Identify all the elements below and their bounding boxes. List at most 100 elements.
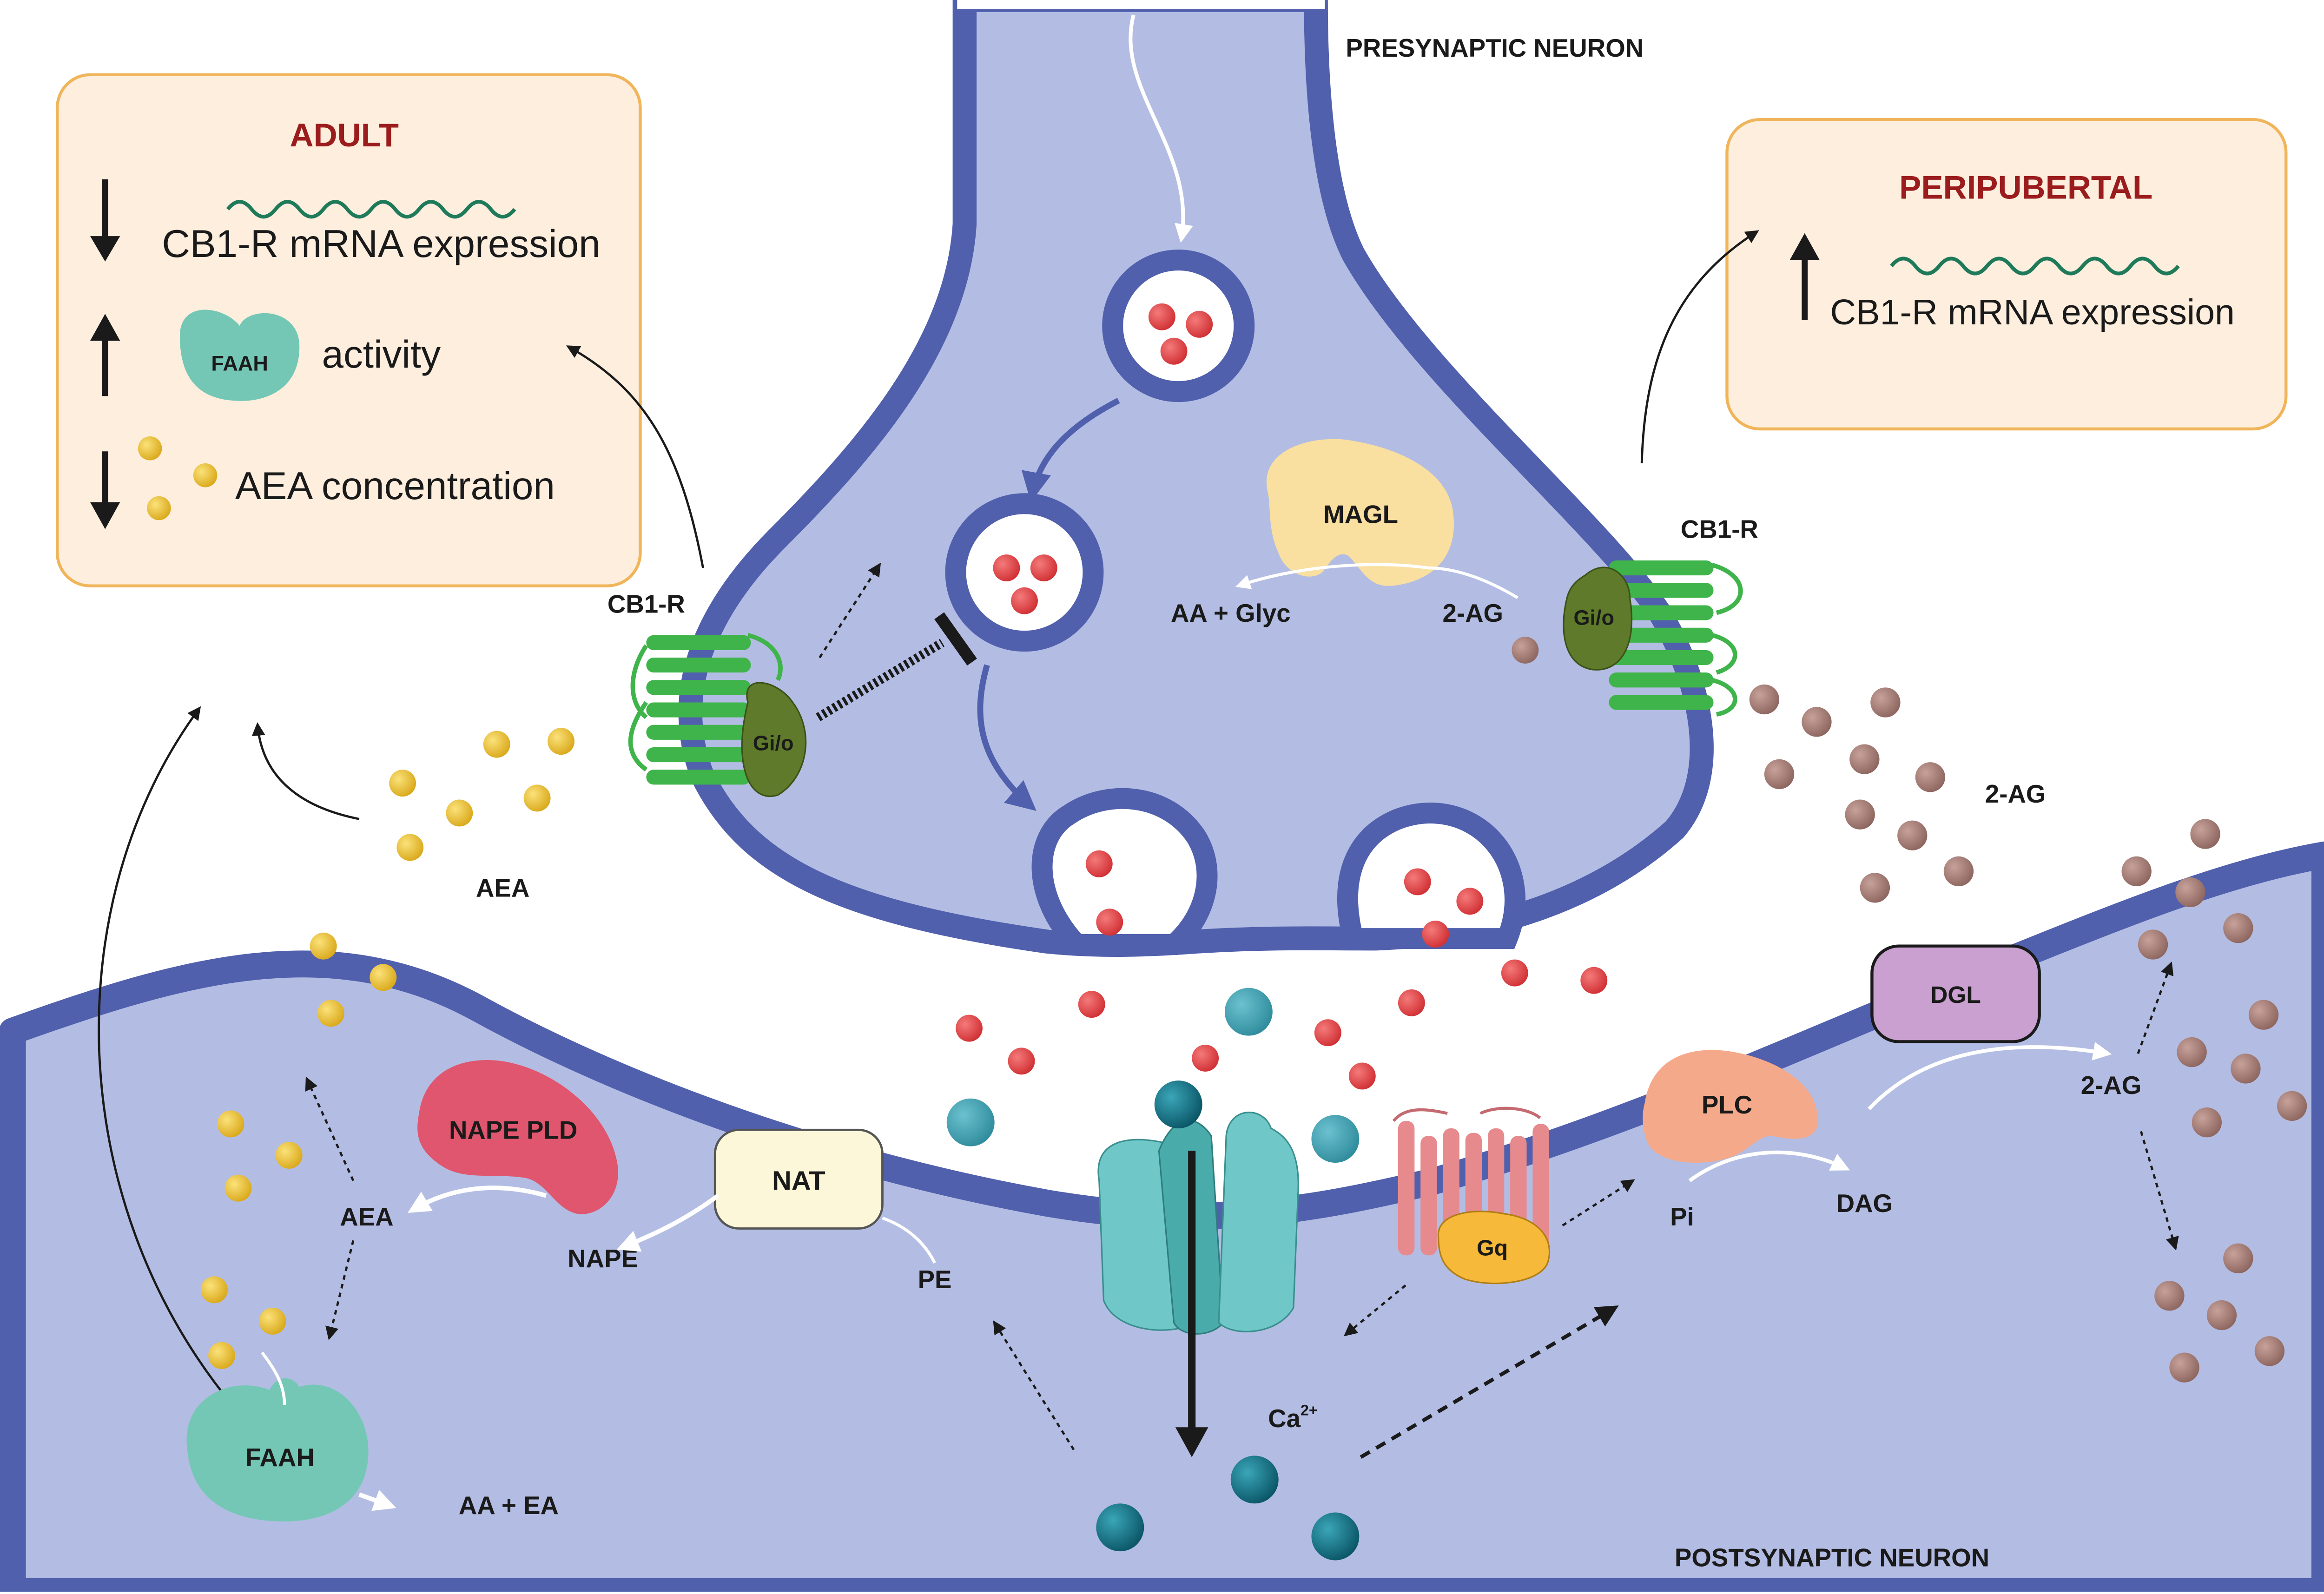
two-ag-molecule [1764,759,1795,790]
nat-enzyme: NAT [713,1128,884,1230]
glutamate-molecule [1008,1047,1035,1075]
glutamate-molecule [1404,868,1431,896]
mrna-wave-icon [226,200,516,219]
aea-degrade-arrow [325,1240,355,1340]
adult-activity-text: activity [322,332,441,376]
aa-glyc-label: AA + Glyc [1171,599,1291,627]
down-arrow-icon [90,179,120,262]
two-ag-diffuse-arrow [2139,1131,2179,1251]
nat-arrow [616,1193,720,1252]
two-ag-molecules [1512,637,2307,1383]
aea-post-label: AEA [340,1203,393,1231]
calcium-ion-channel [1097,1112,1299,1457]
aea-arrow-to-adult [251,722,360,820]
glutamate-molecule [1096,909,1123,936]
two-ag-molecule [1802,707,1832,737]
glutamate-molecule [1078,991,1105,1018]
two-ag-molecule [2138,929,2168,960]
aea-molecule [147,496,171,520]
magl-arrow [1235,563,1519,599]
gq-label: Gq [1477,1235,1508,1260]
two-ag-molecule [2154,1281,2185,1311]
up-arrow-icon [1789,233,1820,320]
aea-molecule [389,770,416,797]
arrow-to-peripubertal-box [1640,230,1759,464]
magl-label: MAGL [1323,501,1398,529]
axon-arrow [1129,14,1193,243]
plc-arrow [1688,1150,1850,1182]
aea-molecule [317,1000,344,1027]
vesicle-top [1102,250,1255,402]
signal-arrow [819,562,881,659]
two-ag-molecule [2223,913,2253,943]
dgl-enzyme: DGL [1870,944,2041,1043]
two-ag-molecule [2175,877,2205,908]
faah-arrow-to-adult [98,706,233,1406]
vesicle-transport-arrow-1 [1021,398,1120,502]
aea-molecule [310,932,337,960]
glutamate-molecule [1398,989,1425,1016]
nat-label: NAT [772,1166,825,1196]
aea-molecule [523,784,551,812]
glutamate-molecule [1192,1044,1219,1072]
pi-label: Pi [1670,1203,1694,1231]
aea-molecule [483,731,510,758]
faah-product-arrow [358,1489,396,1511]
two-ag-molecule [1897,820,1928,850]
two-ag-right-label: 2-AG [1985,780,2046,808]
calcium-to-nat-arrow [993,1320,1075,1450]
cb1r-receptor-right: Gi/o [1563,560,1743,717]
plc-label: PLC [1702,1091,1752,1119]
calcium-ion [1096,1503,1144,1552]
calcium-ion [946,1098,995,1146]
up-arrow-icon [90,314,120,396]
mrna-wave-icon [1890,257,2180,276]
two-ag-molecule [1512,637,1539,664]
calcium-ion [1230,1456,1279,1504]
glutamate-molecules [956,850,1608,1090]
aea-molecule [548,728,574,755]
aea-molecule [193,463,218,487]
down-arrow-icon-2 [90,451,120,529]
two-ag-molecule [2254,1336,2285,1366]
gio-left-label: Gi/o [753,731,794,755]
two-ag-molecule [2248,1000,2279,1030]
two-ag-post-label: 2-AG [2081,1071,2142,1100]
faah-label: FAAH [245,1443,315,1472]
glutamate-molecule [1456,888,1484,915]
calcium-ion [1224,988,1273,1036]
adult-title: ADULT [290,117,398,153]
plc-enzyme: PLC [1643,1050,1818,1163]
glutamate-molecule [1348,1062,1376,1090]
two-ag-magl-label: 2-AG [1442,599,1503,627]
two-ag-molecule [2192,1107,2222,1138]
aea-release-arrow [305,1076,355,1181]
gio-right-label: Gi/o [1573,606,1614,629]
aea-molecule [259,1307,286,1335]
two-ag-release-arrow [2137,961,2174,1054]
two-ag-molecule [1749,684,1780,715]
aea-molecule [208,1342,235,1369]
two-ag-molecule [2121,856,2152,887]
two-ag-molecule [1860,873,1890,903]
peripubertal-title: PERIPUBERTAL [1899,169,2152,206]
vesicle-transport-arrow-2 [977,664,1037,811]
peripubertal-mrna-text: CB1-R mRNA expression [1830,292,2235,332]
two-ag-molecule [1849,744,1880,774]
nape-pld-enzyme: NAPE PLD [417,1060,618,1214]
two-ag-molecule [2190,819,2220,849]
two-ag-molecule [2177,1037,2207,1067]
aea-molecule [396,834,424,861]
aea-molecule [446,799,473,827]
adult-faah-label: FAAH [211,352,268,375]
two-ag-molecule [2231,1054,2261,1084]
gq-arrow-down [1343,1284,1406,1337]
two-ag-molecule [1845,799,1875,830]
nape-pld-arrow [408,1186,547,1213]
two-ag-molecule [1943,856,1974,887]
aea-molecule [217,1110,244,1138]
inhibition-line [816,639,945,721]
aea-molecule [275,1141,303,1169]
